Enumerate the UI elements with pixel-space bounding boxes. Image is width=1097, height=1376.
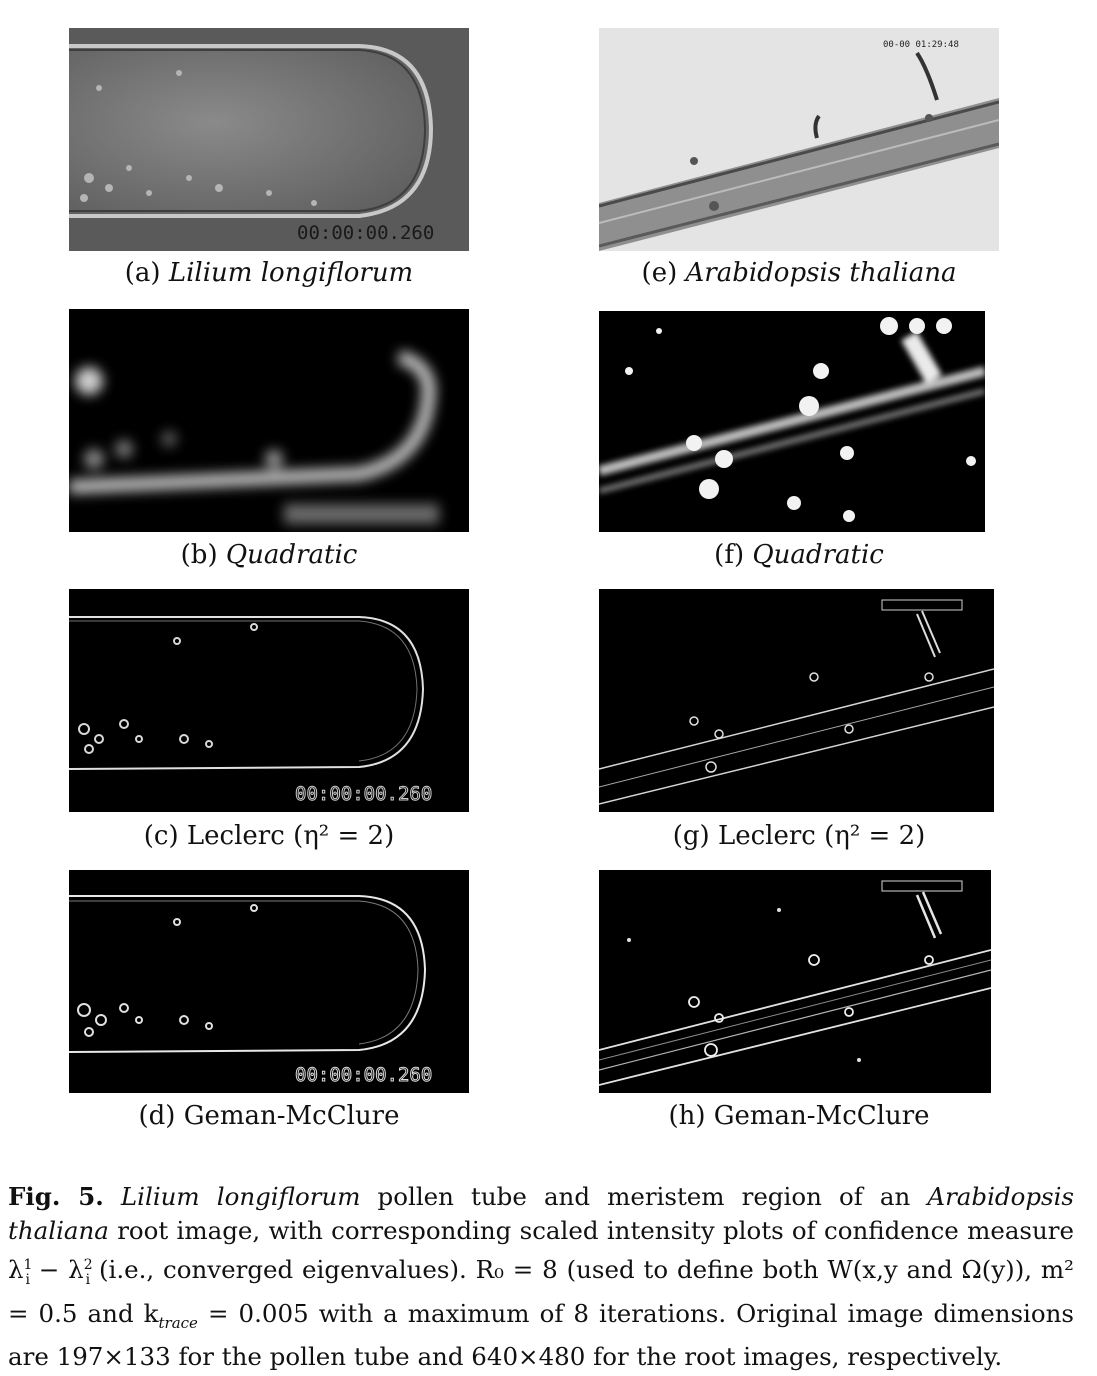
caption-e: (e) Arabidopsis thaliana: [599, 258, 999, 288]
lambda-sub-1: i: [25, 1272, 30, 1289]
caption-b: (b) Quadratic: [69, 540, 469, 570]
caption-c: (c) Leclerc (η² = 2): [69, 821, 469, 851]
caption-e-name: Arabidopsis thaliana: [685, 258, 957, 288]
caption-c-label: (c): [143, 821, 179, 851]
caption-d-label: (d): [138, 1101, 176, 1131]
caption-species-2: Arabidopsis thaliana: [8, 1182, 1075, 1245]
caption-species-1: Lilium longiflorum: [120, 1182, 361, 1211]
caption-g-name: Leclerc: [717, 821, 816, 851]
image-b-quadratic: [69, 309, 469, 532]
caption-d-name: Geman-McClure: [183, 1101, 400, 1131]
image-h-geman-mcclure: [599, 870, 991, 1093]
caption-h-name: Geman-McClure: [713, 1101, 930, 1131]
caption-g-label: (g): [672, 821, 710, 851]
image-e-timestamp: 00-00 01:29:48: [883, 40, 959, 50]
image-d-timestamp: 00:00:00.260: [295, 1064, 432, 1086]
lambda-sub-2: i: [85, 1272, 91, 1289]
caption-c-param: (η² = 2): [293, 821, 395, 851]
caption-a-name: Lilium longiflorum: [168, 258, 414, 288]
caption-c-name: Leclerc: [186, 821, 285, 851]
image-a-timestamp: 00:00:00.260: [297, 222, 434, 244]
caption-b-name: Quadratic: [225, 540, 358, 570]
caption-h-label: (h): [668, 1101, 706, 1131]
image-g-leclerc: [599, 589, 994, 812]
image-c-leclerc: 00:00:00.260: [69, 589, 469, 812]
lambda-sup-2: 2: [83, 1257, 93, 1273]
caption-text-2: root image, with corresponding scaled in…: [8, 1216, 1074, 1285]
figure-caption: Fig. 5. Lilium longiflorum pollen tube a…: [8, 1182, 1075, 1371]
caption-text-4: = 0.005 with a maximum of 8 iterations. …: [8, 1299, 1074, 1371]
caption-f-name: Quadratic: [752, 540, 884, 570]
caption-d: (d) Geman-McClure: [69, 1101, 469, 1131]
figure-label: Fig. 5.: [8, 1182, 104, 1211]
image-a-pollen-tube: 00:00:00.260: [69, 28, 469, 251]
caption-a-label: (a): [124, 258, 161, 288]
image-f-quadratic: [599, 311, 985, 534]
caption-b-label: (b): [180, 540, 218, 570]
caption-h: (h) Geman-McClure: [599, 1101, 999, 1131]
caption-a: (a) Lilium longiflorum: [69, 258, 469, 288]
caption-g: (g) Leclerc (η² = 2): [599, 821, 999, 851]
image-e-arabidopsis-root: 00-00 01:29:48: [599, 28, 999, 251]
image-d-geman-mcclure: 00:00:00.260: [69, 870, 469, 1093]
lambda-sup-1: 1: [23, 1257, 33, 1273]
caption-f: (f) Quadratic: [599, 540, 999, 570]
caption-f-label: (f): [714, 540, 745, 570]
caption-text-3: (i.e., converged eigenvalues). R₀ = 8 (u…: [8, 1255, 1074, 1329]
caption-e-label: (e): [641, 258, 678, 288]
image-c-timestamp: 00:00:00.260: [295, 783, 432, 805]
ktrace-sub: trace: [158, 1313, 198, 1332]
caption-text-1: pollen tube and meristem region of an: [360, 1182, 928, 1211]
caption-g-param: (η² = 2): [824, 821, 926, 851]
